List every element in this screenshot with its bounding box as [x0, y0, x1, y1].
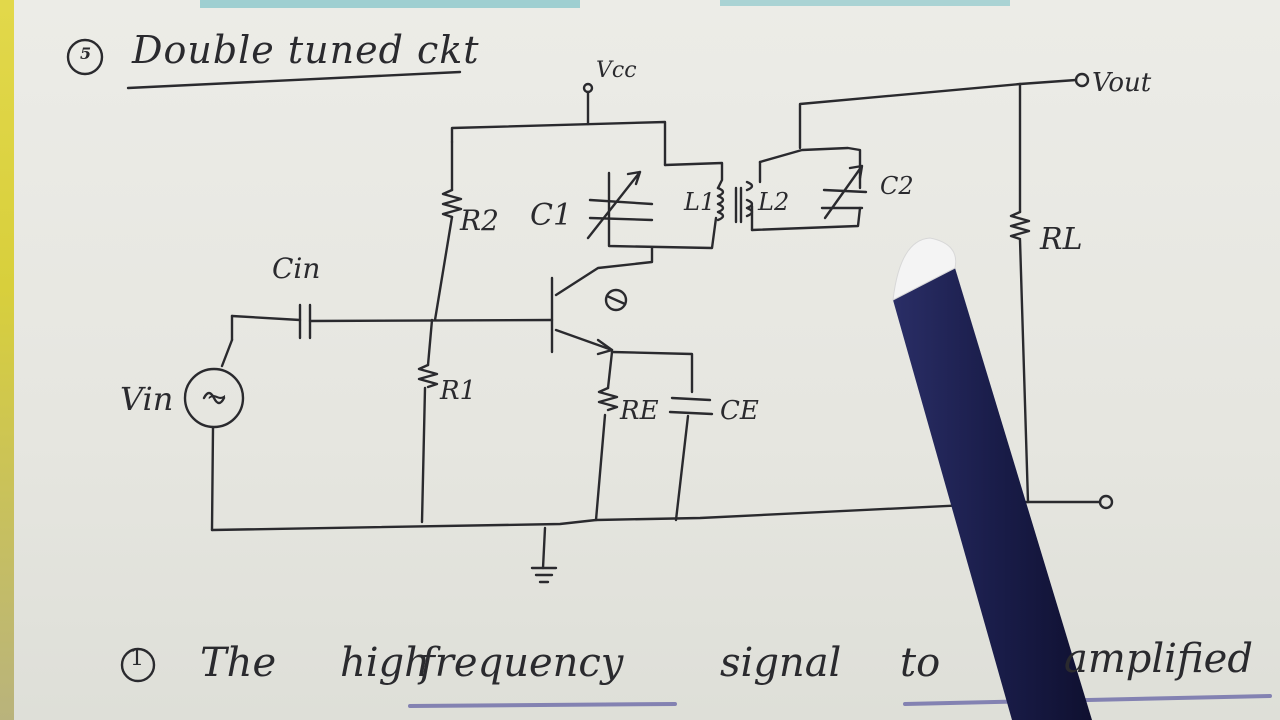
title-number-circle [66, 38, 104, 76]
note-word-3: frequency [420, 640, 624, 686]
top-decoration [200, 0, 580, 8]
r2-resistor [441, 188, 463, 219]
l2-label: L2 [758, 188, 790, 216]
cin-label: Cin [272, 252, 321, 285]
c2-variable-arrow [823, 164, 864, 220]
vout-label: Vout [1092, 68, 1152, 98]
transistor-collector [554, 246, 654, 297]
output-bottom-terminal [1098, 494, 1114, 510]
transformer-core [734, 186, 743, 224]
ground-rail [210, 500, 1102, 532]
ground-symbol [530, 566, 558, 584]
note-number-circle [120, 647, 156, 683]
vcc-label: Vcc [596, 58, 637, 83]
ce-capacitor [668, 396, 714, 416]
tank1-top [663, 161, 724, 190]
r1-resistor [417, 363, 439, 389]
title-number: 5 [80, 44, 92, 63]
top-decoration-2 [720, 0, 1010, 6]
note-word-5: to [900, 640, 941, 686]
cin-capacitor [298, 303, 312, 340]
page-edge [0, 0, 14, 720]
transistor-mark-circle [604, 288, 628, 312]
transistor-emitter [554, 328, 614, 352]
note-line: 1 The high frequency signal to amplified [0, 636, 1280, 716]
note-number: 1 [130, 646, 144, 671]
frequency-underline [408, 702, 677, 708]
vout-terminal [1074, 72, 1090, 88]
re-resistor [597, 386, 619, 412]
note-word-4: signal [720, 640, 842, 686]
re-label: RE [620, 396, 659, 426]
r2-label: R2 [460, 204, 499, 237]
l1-inductor [716, 186, 725, 222]
emitter-node [610, 350, 694, 394]
vin-label: Vin [120, 380, 174, 418]
c1-capacitor [588, 198, 654, 222]
r1-label: R1 [440, 376, 477, 406]
vin-source-circle [183, 367, 245, 429]
note-word-2: high [340, 640, 430, 686]
c1-label: C1 [530, 198, 573, 233]
title-underline [126, 70, 462, 90]
pen [892, 237, 1092, 720]
amplified-underline [903, 694, 1272, 706]
vin-symbol: ~ [206, 382, 228, 412]
diagram-title: Double tuned ckt [132, 28, 480, 72]
tank2-top [758, 146, 862, 190]
c1-variable-arrow [586, 170, 642, 240]
c2-label: C2 [880, 172, 914, 200]
l1-label: L1 [684, 188, 716, 216]
tank2-bottom [750, 206, 862, 232]
rl-resistor [1009, 210, 1031, 241]
output-top-line [798, 78, 1078, 150]
rl-label: RL [1040, 222, 1083, 257]
note-word-6: amplified [1064, 636, 1253, 682]
ce-label: CE [720, 396, 759, 426]
note-word-1: The [200, 640, 277, 686]
vcc-rail [450, 120, 667, 167]
